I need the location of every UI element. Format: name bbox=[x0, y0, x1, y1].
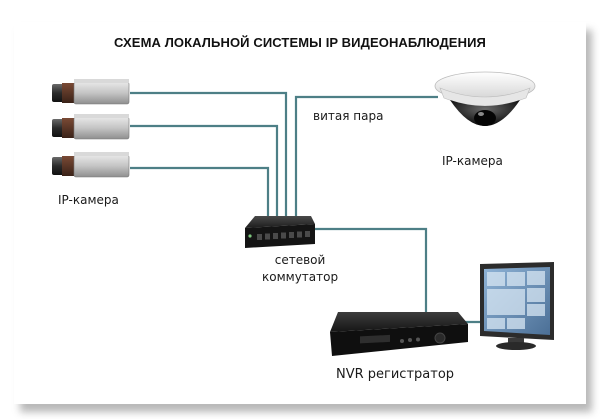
cable-dome-camera bbox=[294, 95, 438, 222]
ip-camera-right-label: IP-камера bbox=[442, 154, 503, 168]
box-camera-icon bbox=[52, 152, 130, 178]
dome-camera-icon bbox=[434, 71, 536, 126]
ip-camera-left-label: IP-камера bbox=[58, 193, 119, 207]
cable-camera-1 bbox=[130, 91, 288, 222]
network-switch-icon bbox=[245, 216, 315, 248]
cable-nvr bbox=[300, 227, 428, 313]
nvr-label: NVR регистратор bbox=[336, 367, 455, 382]
diagram-title: СХЕМА ЛОКАЛЬНОЙ СИСТЕМЫ IP ВИДЕОНАБЛЮДЕН… bbox=[114, 35, 486, 50]
switch-label-line-1: сетевой bbox=[274, 253, 326, 267]
cables bbox=[130, 91, 484, 324]
cable-camera-3 bbox=[130, 166, 270, 222]
cable-camera-2 bbox=[130, 124, 279, 222]
network-switch-label: сетевой коммутатор bbox=[262, 252, 338, 286]
twisted-pair-label: витая пара bbox=[313, 109, 384, 123]
monitor-icon bbox=[480, 262, 554, 350]
box-camera-icon bbox=[52, 79, 130, 105]
nvr-recorder-icon bbox=[330, 312, 468, 356]
switch-label-line-2: коммутатор bbox=[262, 270, 339, 284]
box-camera-icon bbox=[52, 114, 130, 140]
